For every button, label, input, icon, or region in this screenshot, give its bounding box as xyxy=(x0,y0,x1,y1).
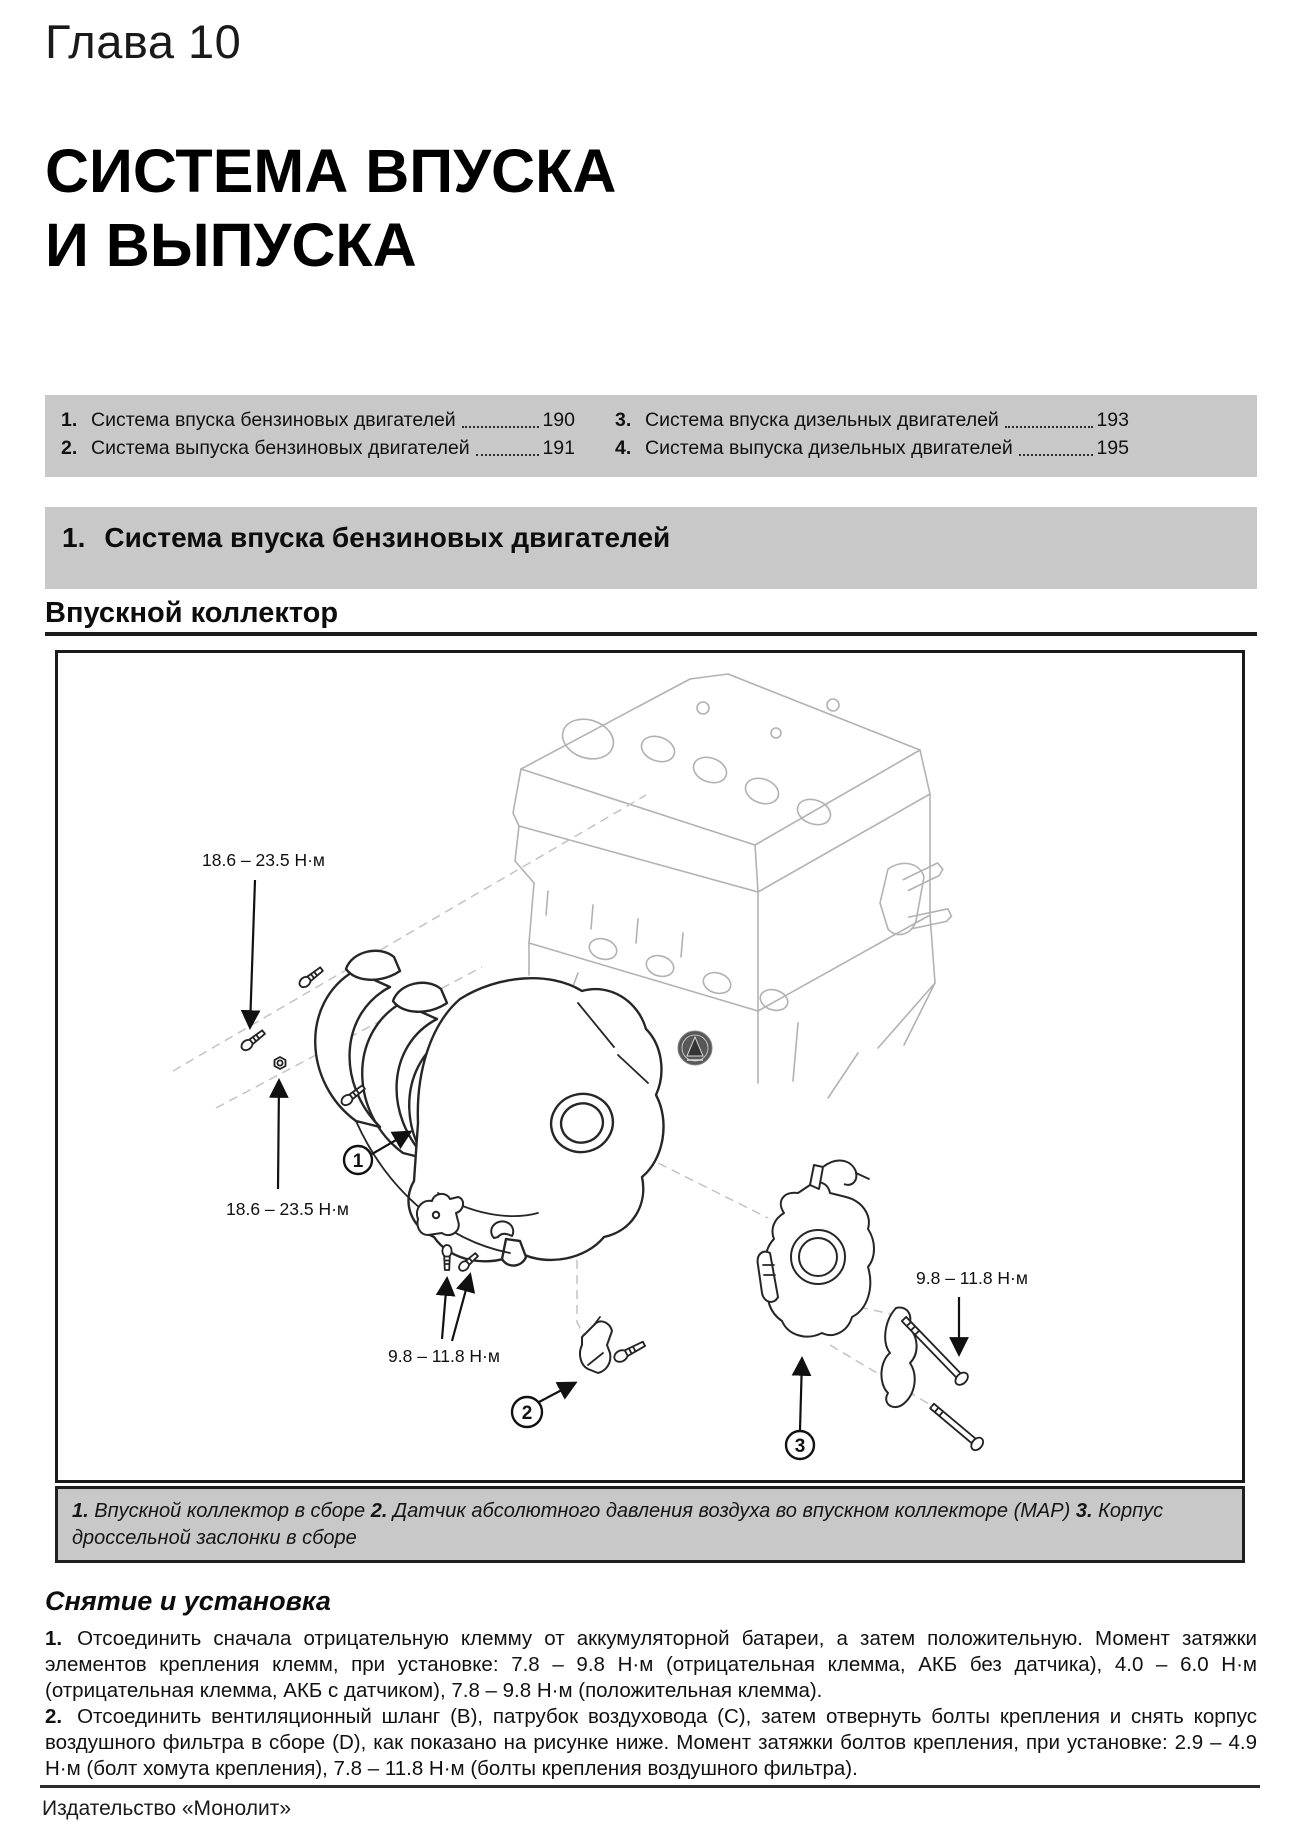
bolt-icon xyxy=(298,966,324,989)
toc-item: 3. Система впуска дизельных двигателей 193 xyxy=(615,408,1129,433)
page-title: СИСТЕМА ВПУСКА И ВЫПУСКА xyxy=(45,134,616,282)
section-heading-bar: 1. Система впуска бензиновых двигателей xyxy=(45,507,1257,589)
toc-leader-dots xyxy=(461,426,540,428)
intake-manifold-diagram: 18.6 – 23.5 Н·м 18.6 – 23.5 Н·м 9.8 – 11… xyxy=(172,673,1028,1461)
toc-item-number: 1. xyxy=(61,409,78,431)
torque-label-manifold-upper: 18.6 – 23.5 Н·м xyxy=(202,850,325,870)
callout-1-number: 1 xyxy=(353,1151,364,1172)
publisher-watermark-logo xyxy=(677,1030,713,1066)
caption-text: Корпус дроссельной заслонки в сборе xyxy=(72,1500,1164,1549)
long-bolt-icon xyxy=(929,1402,985,1452)
toc-item-title: Система впуска дизельных двигателей xyxy=(645,409,999,431)
toc-leader-dots xyxy=(475,454,540,456)
footer-rule xyxy=(40,1785,1260,1788)
engine-outline-drawing xyxy=(512,673,953,1099)
caption-text: Впускной коллектор в сборе xyxy=(94,1500,366,1522)
removal-installation-heading: Снятие и установка xyxy=(45,1586,331,1616)
intake-manifold-drawing xyxy=(314,949,665,1267)
step-number: 2. xyxy=(45,1705,63,1728)
toc-item-title: Система выпуска бензиновых двигателей xyxy=(91,437,470,459)
toc-column-left: 1. Система впуска бензиновых двигателей 19… xyxy=(61,408,575,465)
procedure-step: 2.Отсоединить вентиляционный шланг (B), … xyxy=(45,1704,1257,1782)
page-title-line1: СИСТЕМА ВПУСКА xyxy=(45,137,617,205)
step-text: Отсоединить сначала отрицательную клемму… xyxy=(45,1627,1257,1702)
manifold-bracket xyxy=(416,1193,464,1237)
toc-item-number: 3. xyxy=(615,409,632,431)
toc-item-number: 4. xyxy=(615,437,632,459)
bolt-icon xyxy=(340,1084,366,1107)
section-number: 1. xyxy=(62,522,86,553)
map-sensor xyxy=(579,1316,613,1374)
toc-item-page: 193 xyxy=(1096,409,1129,431)
toc-item-title: Система впуска бензиновых двигателей xyxy=(91,409,456,431)
callout-1: 1 xyxy=(342,1130,413,1176)
toc-item-page: 195 xyxy=(1096,437,1129,459)
step-number: 1. xyxy=(45,1627,63,1650)
bolt-icon xyxy=(458,1252,479,1272)
throttle-body xyxy=(756,1159,875,1338)
caption-number: 1. xyxy=(72,1500,89,1522)
long-bolt-icon xyxy=(900,1316,969,1386)
toc-item-number: 2. xyxy=(61,437,78,459)
mounting-bolts xyxy=(240,966,985,1452)
procedure-text: 1.Отсоединить сначала отрицательную клем… xyxy=(45,1626,1257,1782)
toc-item: 1. Система впуска бензиновых двигателей 19… xyxy=(61,408,575,433)
publisher-footer: Издательство «Монолит» xyxy=(42,1797,292,1820)
toc-leader-dots xyxy=(1004,426,1094,428)
procedure-step: 1.Отсоединить сначала отрицательную клем… xyxy=(45,1626,1257,1704)
chapter-heading: Глава 10 xyxy=(45,15,242,68)
hose-clip xyxy=(490,1220,515,1239)
subsection-rule xyxy=(45,632,1257,636)
figure-caption: 1. Впускной коллектор в сборе 2. Датчик … xyxy=(55,1486,1245,1563)
toc-item: 2. Система выпуска бензиновых двигателей 1… xyxy=(61,436,575,461)
table-of-contents: 1. Система впуска бензиновых двигателей 19… xyxy=(45,395,1257,477)
callout-2-number: 2 xyxy=(522,1403,533,1424)
step-text: Отсоединить вентиляционный шланг (B), па… xyxy=(45,1705,1257,1780)
caption-item: 1. Впускной коллектор в сборе xyxy=(72,1500,365,1522)
toc-item-title: Система выпуска дизельных двигателей xyxy=(645,437,1013,459)
torque-label-throttle-bolts: 9.8 – 11.8 Н·м xyxy=(916,1268,1028,1288)
toc-item-page: 191 xyxy=(542,437,575,459)
callout-3-number: 3 xyxy=(795,1436,806,1457)
toc-leader-dots xyxy=(1018,454,1094,456)
caption-item: 2. Датчик абсолютного давления воздуха в… xyxy=(371,1500,1071,1522)
caption-number: 3. xyxy=(1075,1500,1093,1522)
bolt-icon xyxy=(613,1340,646,1363)
nut-icon xyxy=(273,1056,287,1070)
subsection-heading: Впускной коллектор xyxy=(45,597,339,629)
section-title: Система впуска бензиновых двигателей xyxy=(104,522,671,553)
torque-label-map-bolts: 9.8 – 11.8 Н·м xyxy=(388,1346,500,1366)
caption-number: 2. xyxy=(370,1500,388,1522)
toc-item: 4. Система выпуска дизельных двигателей 19… xyxy=(615,436,1129,461)
toc-item-page: 190 xyxy=(542,409,575,431)
figure-annotations: 18.6 – 23.5 Н·м 18.6 – 23.5 Н·м 9.8 – 11… xyxy=(202,850,1028,1366)
callout-2: 2 xyxy=(510,1381,578,1429)
torque-label-manifold-lower: 18.6 – 23.5 Н·м xyxy=(226,1199,349,1219)
callout-3: 3 xyxy=(784,1356,816,1461)
bolt-icon xyxy=(240,1029,266,1052)
intake-manifold-figure: 18.6 – 23.5 Н·м 18.6 – 23.5 Н·м 9.8 – 11… xyxy=(55,650,1245,1483)
caption-item: 3. Корпус дроссельной заслонки в сборе xyxy=(72,1500,1163,1549)
page-title-line2: И ВЫПУСКА xyxy=(45,211,417,279)
bolt-icon xyxy=(441,1244,453,1271)
caption-text: Датчик абсолютного давления воздуха во в… xyxy=(393,1500,1071,1522)
toc-column-right: 3. Система впуска дизельных двигателей 193… xyxy=(615,408,1129,465)
